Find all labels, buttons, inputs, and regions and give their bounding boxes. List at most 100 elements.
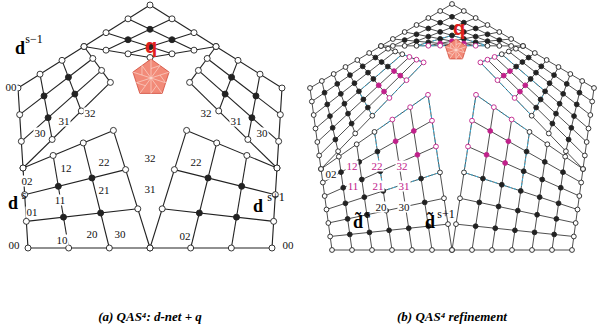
index-label: 12 — [60, 163, 73, 174]
control-point — [415, 152, 420, 157]
control-point — [343, 201, 348, 206]
control-point — [521, 44, 526, 49]
control-point — [25, 245, 31, 251]
control-point — [338, 91, 343, 96]
grid-line — [314, 51, 396, 115]
control-point — [159, 206, 165, 212]
grid-line — [532, 67, 559, 116]
control-point — [59, 57, 65, 63]
grid-line — [216, 47, 282, 89]
grid-line — [460, 198, 576, 223]
control-point — [386, 46, 391, 51]
control-point — [588, 113, 593, 118]
index-label: 22 — [190, 157, 203, 168]
control-point — [147, 2, 153, 8]
control-point — [575, 207, 580, 212]
grid-line — [319, 60, 416, 156]
grid-line — [28, 247, 150, 248]
control-point — [80, 140, 86, 146]
grid-line — [488, 60, 585, 156]
control-point — [404, 78, 409, 83]
control-point — [274, 165, 280, 171]
control-point — [561, 170, 566, 175]
grid-line — [498, 53, 535, 80]
control-point — [426, 92, 431, 97]
control-point — [188, 245, 194, 251]
d-net — [15, 2, 285, 251]
control-point — [184, 127, 190, 133]
grid-line — [321, 169, 332, 250]
control-point — [366, 70, 371, 75]
control-point — [317, 153, 322, 158]
grid-line — [405, 18, 476, 46]
control-point — [571, 234, 576, 239]
control-point — [414, 23, 419, 28]
control-point — [514, 64, 519, 69]
control-point — [509, 44, 514, 49]
control-point — [382, 89, 387, 94]
q-triangulation — [448, 53, 453, 55]
control-point — [234, 214, 240, 220]
control-point — [545, 142, 550, 147]
control-point — [372, 130, 377, 135]
control-point — [326, 221, 331, 226]
grid-line — [190, 82, 277, 168]
control-point — [400, 52, 405, 57]
control-point — [426, 43, 431, 48]
control-point — [497, 43, 502, 48]
control-point — [461, 9, 466, 14]
control-point — [204, 55, 210, 61]
control-point — [370, 113, 375, 118]
grid-line — [272, 168, 277, 248]
control-point — [379, 44, 384, 49]
control-point — [584, 140, 589, 145]
control-point — [563, 154, 568, 159]
control-point — [462, 170, 467, 175]
control-point — [438, 170, 443, 175]
grid-line — [325, 147, 436, 196]
control-point — [506, 139, 511, 144]
q-triangulation — [448, 50, 456, 53]
control-point — [521, 169, 526, 174]
control-point — [527, 130, 532, 135]
grid-line — [321, 95, 428, 169]
control-point — [552, 232, 557, 237]
control-point — [550, 248, 555, 253]
control-point — [484, 152, 489, 157]
control-point — [346, 111, 351, 116]
control-point — [414, 32, 419, 37]
q-triangulation — [461, 48, 464, 52]
q-triangulation — [136, 78, 151, 83]
control-point — [213, 44, 219, 50]
grid-line — [502, 54, 589, 128]
grid-line — [452, 95, 476, 250]
control-point — [586, 126, 591, 131]
control-point — [568, 72, 573, 77]
control-point — [365, 105, 370, 110]
control-point — [410, 248, 415, 253]
control-point — [89, 175, 95, 181]
index-label: 10 — [56, 235, 69, 246]
control-point — [477, 200, 482, 205]
grid-line — [552, 157, 565, 250]
control-point — [20, 165, 26, 171]
control-point — [438, 30, 443, 35]
grid-line — [150, 247, 272, 248]
control-point — [342, 101, 347, 106]
control-point — [466, 144, 471, 149]
control-point — [485, 32, 490, 37]
q-triangulation — [142, 66, 151, 78]
index-label: 31 — [230, 116, 243, 127]
control-point — [315, 140, 320, 145]
control-point — [350, 248, 355, 253]
control-point — [491, 105, 496, 110]
control-point — [222, 91, 228, 97]
control-point — [544, 58, 549, 63]
q-triangulation — [151, 78, 162, 93]
control-point — [402, 30, 407, 35]
control-point — [169, 16, 175, 22]
control-point — [398, 73, 403, 78]
control-point — [402, 43, 407, 48]
control-point — [446, 222, 451, 227]
index-label: 02 — [179, 231, 192, 242]
